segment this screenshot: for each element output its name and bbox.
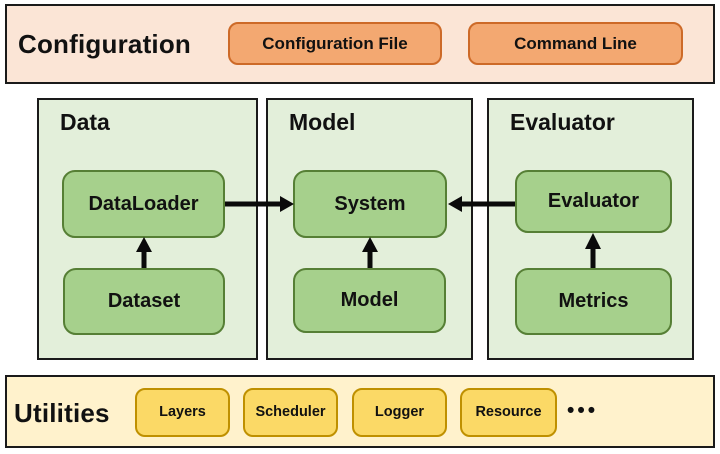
model-label: Model <box>340 289 399 311</box>
data-panel-title: Data <box>60 109 110 135</box>
evaluator-label: Evaluator <box>547 190 640 212</box>
dataloader-label: DataLoader <box>88 192 199 215</box>
evaluator-panel-title: Evaluator <box>510 109 615 135</box>
dataloader-node: DataLoader <box>62 170 225 238</box>
logger-node: Logger <box>352 388 447 437</box>
command-line-label: Command Line <box>514 33 637 53</box>
dataset-label: Dataset <box>107 290 181 312</box>
metrics-label: Metrics <box>558 290 629 312</box>
configuration-file-label: Configuration File <box>262 33 408 53</box>
configuration-file-node: Configuration File <box>228 22 442 65</box>
scheduler-label: Scheduler <box>255 403 326 420</box>
metrics-node: Metrics <box>515 268 672 335</box>
model-panel-title: Model <box>289 109 356 135</box>
resource-node: Resource <box>460 388 557 437</box>
utilities-section-title: Utilities <box>14 398 110 428</box>
evaluator-node: Evaluator <box>515 170 672 233</box>
ellipsis-more-icon: ••• <box>567 399 599 422</box>
resource-label: Resource <box>475 403 542 420</box>
scheduler-node: Scheduler <box>243 388 338 437</box>
system-node: System <box>293 170 447 238</box>
model-node: Model <box>293 268 446 333</box>
logger-label: Logger <box>374 403 425 420</box>
layers-node: Layers <box>135 388 230 437</box>
layers-label: Layers <box>159 403 206 420</box>
dataset-node: Dataset <box>63 268 225 335</box>
command-line-node: Command Line <box>468 22 683 65</box>
system-label: System <box>334 192 406 215</box>
configuration-section-title: Configuration <box>18 29 192 59</box>
